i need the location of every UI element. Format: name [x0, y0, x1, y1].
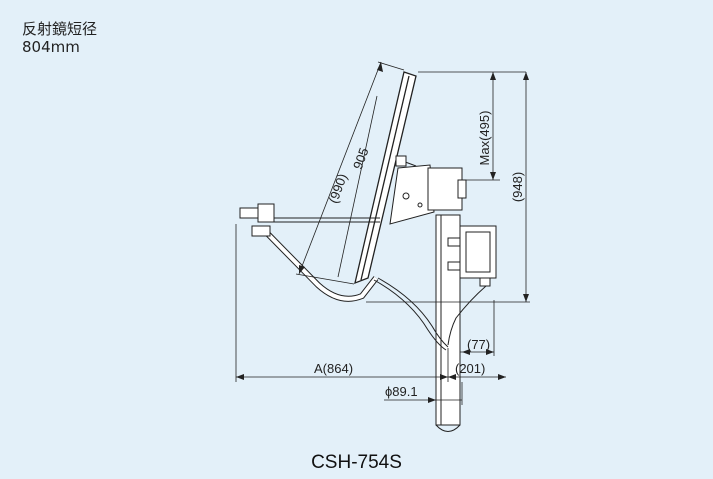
cables [373, 277, 487, 351]
model-name: CSH-754S [311, 452, 402, 473]
feed-arm [239, 203, 380, 302]
dim-label-201: (201) [455, 361, 485, 376]
dim-label-max495: Max(495) [477, 111, 492, 166]
dimension-arrows [236, 62, 529, 403]
dimension-lines [235, 61, 530, 405]
mount-bracket [389, 155, 467, 225]
spec-label: 反射鏡短径 [22, 20, 98, 38]
junction-box [447, 225, 497, 287]
mast-pole [435, 214, 461, 432]
dim-label-864: A(864) [314, 361, 353, 376]
dim-label-990: (990) [326, 172, 350, 206]
dim-label-905: 905 [350, 146, 372, 172]
dim-label-pole-diameter: ϕ89.1 [385, 384, 418, 399]
spec-value: 804mm [22, 38, 80, 56]
reflector-spec: 反射鏡短径 804mm [22, 20, 97, 56]
reflector-dish [354, 71, 417, 285]
dim-label-948: (948) [510, 172, 525, 202]
dim-label-77: (77) [467, 337, 490, 352]
